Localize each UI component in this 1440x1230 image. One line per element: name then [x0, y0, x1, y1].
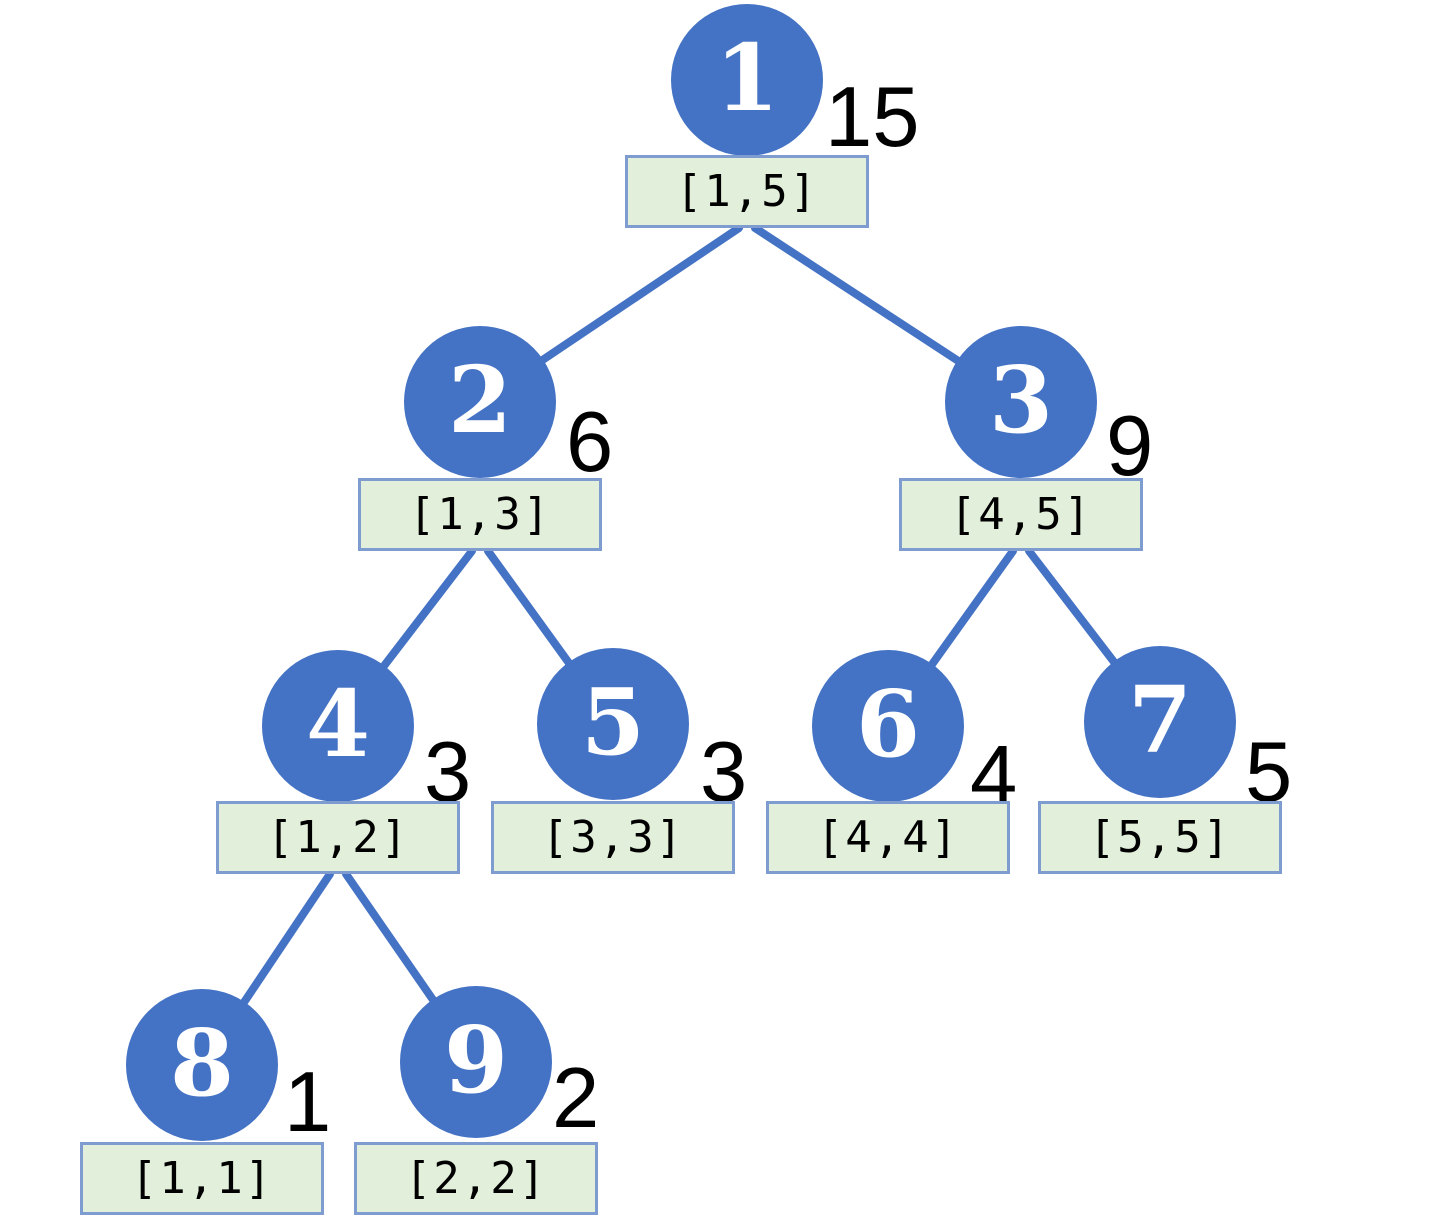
node-3-range-text: [4,5]	[949, 488, 1093, 540]
node-6-range-box: [4,4]	[766, 801, 1010, 874]
node-5-number: 5	[580, 668, 645, 776]
node-8-sum-label: 1	[284, 1055, 332, 1150]
tree-node-7-circle: 7	[1084, 646, 1236, 798]
tree-node-1-circle: 1	[671, 4, 823, 156]
node-5-range-text: [3,3]	[541, 811, 685, 863]
node-2-range-box: [1,3]	[358, 478, 602, 551]
node-9-range-text: [2,2]	[404, 1152, 548, 1204]
node-5-range-box: [3,3]	[491, 801, 735, 874]
node-1-number: 1	[714, 24, 779, 132]
node-9-range-box: [2,2]	[354, 1142, 598, 1215]
node-2-range-text: [1,3]	[408, 488, 552, 540]
node-7-range-box: [5,5]	[1038, 801, 1282, 874]
node-7-range-text: [5,5]	[1088, 811, 1232, 863]
node-1-sum-label: 15	[825, 70, 920, 165]
node-3-number: 3	[988, 346, 1053, 454]
node-1-range-box: [1,5]	[625, 155, 869, 228]
node-5-sum-label: 3	[700, 725, 748, 820]
tree-node-9-circle: 9	[400, 986, 552, 1138]
node-8-range-text: [1,1]	[130, 1152, 274, 1204]
tree-node-5-circle: 5	[537, 648, 689, 800]
node-3-range-box: [4,5]	[899, 478, 1143, 551]
node-4-sum-label: 3	[424, 725, 472, 820]
node-7-sum-label: 5	[1245, 725, 1293, 820]
tree-node-3-circle: 3	[945, 326, 1097, 478]
node-2-number: 2	[447, 346, 512, 454]
node-3-sum-label: 9	[1106, 399, 1154, 494]
node-4-range-box: [1,2]	[216, 801, 460, 874]
node-6-number: 6	[855, 670, 920, 778]
node-8-number: 8	[169, 1009, 234, 1117]
node-8-range-box: [1,1]	[80, 1142, 324, 1215]
node-6-range-text: [4,4]	[816, 811, 960, 863]
node-7-number: 7	[1127, 666, 1192, 774]
node-9-number: 9	[443, 1006, 508, 1114]
node-9-sum-label: 2	[552, 1051, 600, 1146]
tree-node-2-circle: 2	[404, 326, 556, 478]
tree-node-8-circle: 8	[126, 989, 278, 1141]
tree-node-6-circle: 6	[812, 650, 964, 802]
tree-node-4-circle: 4	[262, 650, 414, 802]
node-1-range-text: [1,5]	[675, 165, 819, 217]
node-4-number: 4	[305, 670, 370, 778]
node-4-range-text: [1,2]	[266, 811, 410, 863]
node-2-sum-label: 6	[566, 395, 614, 490]
